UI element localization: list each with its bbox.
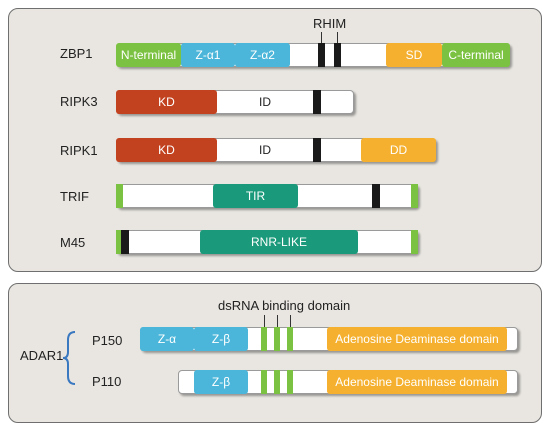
terminal-marker [116,184,123,208]
dsrna-binding-motif [261,327,267,351]
domain-z-alpha1: Z-α1 [181,43,235,67]
rhim-pointer-line [337,32,338,43]
terminal-marker [116,230,121,254]
protein-label-ripk3: RIPK3 [60,94,98,109]
isoform-label-p150: P150 [92,333,123,348]
protein-label-m45: M45 [60,235,86,250]
domain-kd: KD [116,90,217,114]
protein-label-adar1: ADAR1 [20,348,64,363]
protein-label-zbp1: ZBP1 [60,46,93,61]
dsrna-binding-motif [274,327,280,351]
domain-tir: TIR [213,184,298,208]
domain-z-beta: Z-β [194,370,248,394]
dsrna-binding-motif [287,370,293,394]
protein-label-ripk1: RIPK1 [60,143,98,158]
domain-z-alpha: Z-α [140,327,194,351]
dsrna-pointer-line [290,315,291,327]
domain-adenosine-deaminase: Adenosine Deaminase domain [327,370,507,394]
protein-label-trif: TRIF [60,189,89,204]
domain-sd: SD [386,43,442,67]
rhim-motif [121,230,129,254]
dsrna-pointer-line [264,315,265,327]
domain-c-terminal: C-terminal [442,43,510,67]
domain-z-alpha2: Z-α2 [235,43,290,67]
rhim-motif [334,43,341,67]
domain-rnr-like: RNR-LIKE [200,230,358,254]
domain-adenosine-deaminase: Adenosine Deaminase domain [327,327,507,351]
domain-kd: KD [116,138,217,162]
rhim-motif [372,184,380,208]
rhim-label: RHIM [313,16,347,31]
dsrna-binding-label: dsRNA binding domain [218,298,351,313]
curly-brace-icon [62,331,76,385]
domain-dd: DD [361,138,436,162]
rhim-pointer-line [321,32,322,43]
domain-n-terminal: N-terminal [116,43,181,67]
domain-id: ID [259,95,271,109]
bottom-panel [8,283,542,423]
isoform-label-p110: P110 [92,374,122,389]
rhim-motif [313,138,321,162]
terminal-marker [411,184,418,208]
domain-z-beta: Z-β [194,327,248,351]
dsrna-binding-motif [261,370,267,394]
rhim-motif [318,43,325,67]
dsrna-binding-motif [287,327,293,351]
dsrna-pointer-line [277,315,278,327]
rhim-motif [313,90,321,114]
dsrna-binding-motif [274,370,280,394]
domain-id: ID [259,143,271,157]
terminal-marker [411,230,418,254]
